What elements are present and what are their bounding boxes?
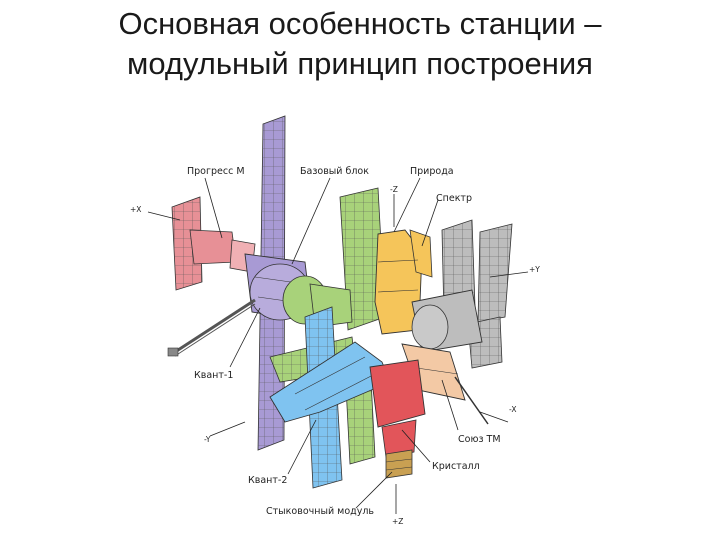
kvant2-body	[269, 341, 391, 423]
label-base-block: Базовый блок	[300, 166, 369, 177]
title-line-1: Основная особенность станции –	[118, 6, 602, 41]
label-priroda: Природа	[410, 166, 454, 177]
kristall-module	[369, 359, 426, 458]
axis-minus-y-label: -Y	[204, 435, 211, 444]
title-line-2: модульный принцип построения	[127, 46, 593, 81]
leader-lines	[204, 177, 459, 509]
axis-plus-x-label: +X	[130, 205, 141, 214]
label-kvant2: Квант-2	[248, 475, 287, 486]
slide-title: Основная особенность станции – модульный…	[0, 4, 720, 84]
docking-module	[385, 449, 413, 479]
label-spektr: Спектр	[436, 193, 472, 204]
label-progress-m: Прогресс М	[187, 166, 245, 177]
mir-station-diagram: +X -X +Y -Y -Z +Z Прогресс М Базовый бло…	[130, 115, 540, 526]
spektr-body	[411, 289, 483, 353]
axis-minus-z-label: -Z	[390, 185, 398, 194]
axis-plus-y-label: +Y	[529, 265, 540, 274]
axis-plus-z-label: +Z	[392, 517, 403, 526]
kvant1-body	[282, 275, 353, 328]
label-kristall: Кристалл	[432, 461, 480, 472]
priroda-module	[374, 229, 433, 335]
label-kvant1: Квант-1	[194, 370, 233, 381]
progress-m-module	[171, 196, 256, 291]
axis-arrows: +X -X +Y -Y -Z +Z	[130, 185, 540, 526]
label-docking-module: Стыковочный модуль	[266, 506, 374, 517]
axis-minus-x-label: -X	[509, 405, 516, 414]
label-soyuz-tm: Союз ТМ	[458, 434, 501, 445]
kvant1-boom	[167, 298, 256, 357]
